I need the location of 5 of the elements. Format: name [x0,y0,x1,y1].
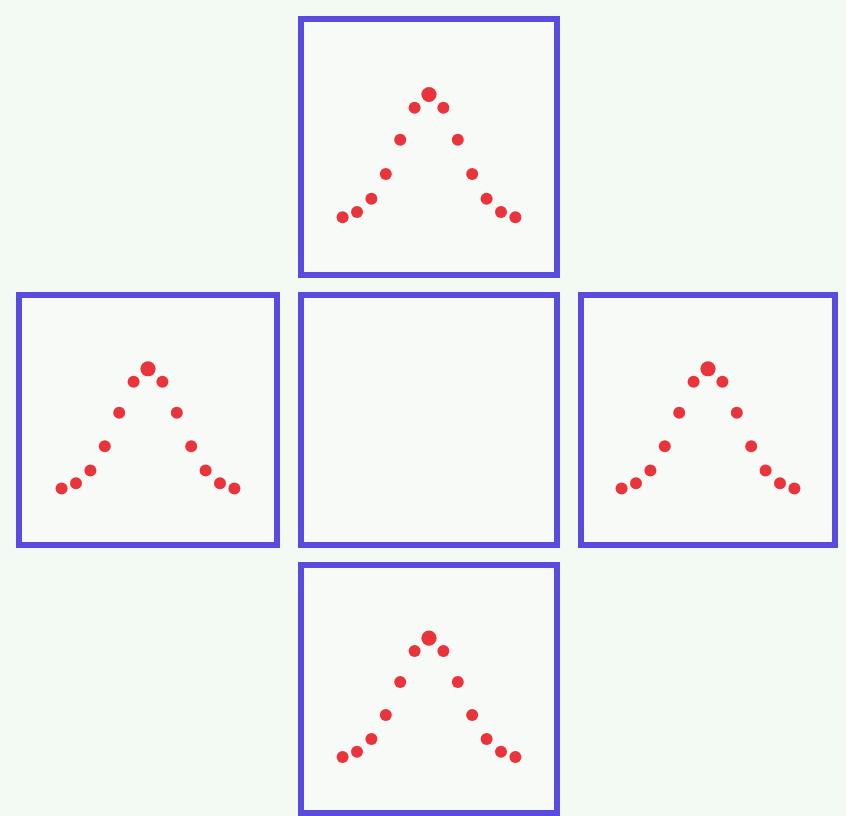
square-box [298,292,560,548]
square-box [298,16,560,278]
square-box [298,562,560,816]
square-box [16,292,280,548]
square-box [578,292,838,548]
